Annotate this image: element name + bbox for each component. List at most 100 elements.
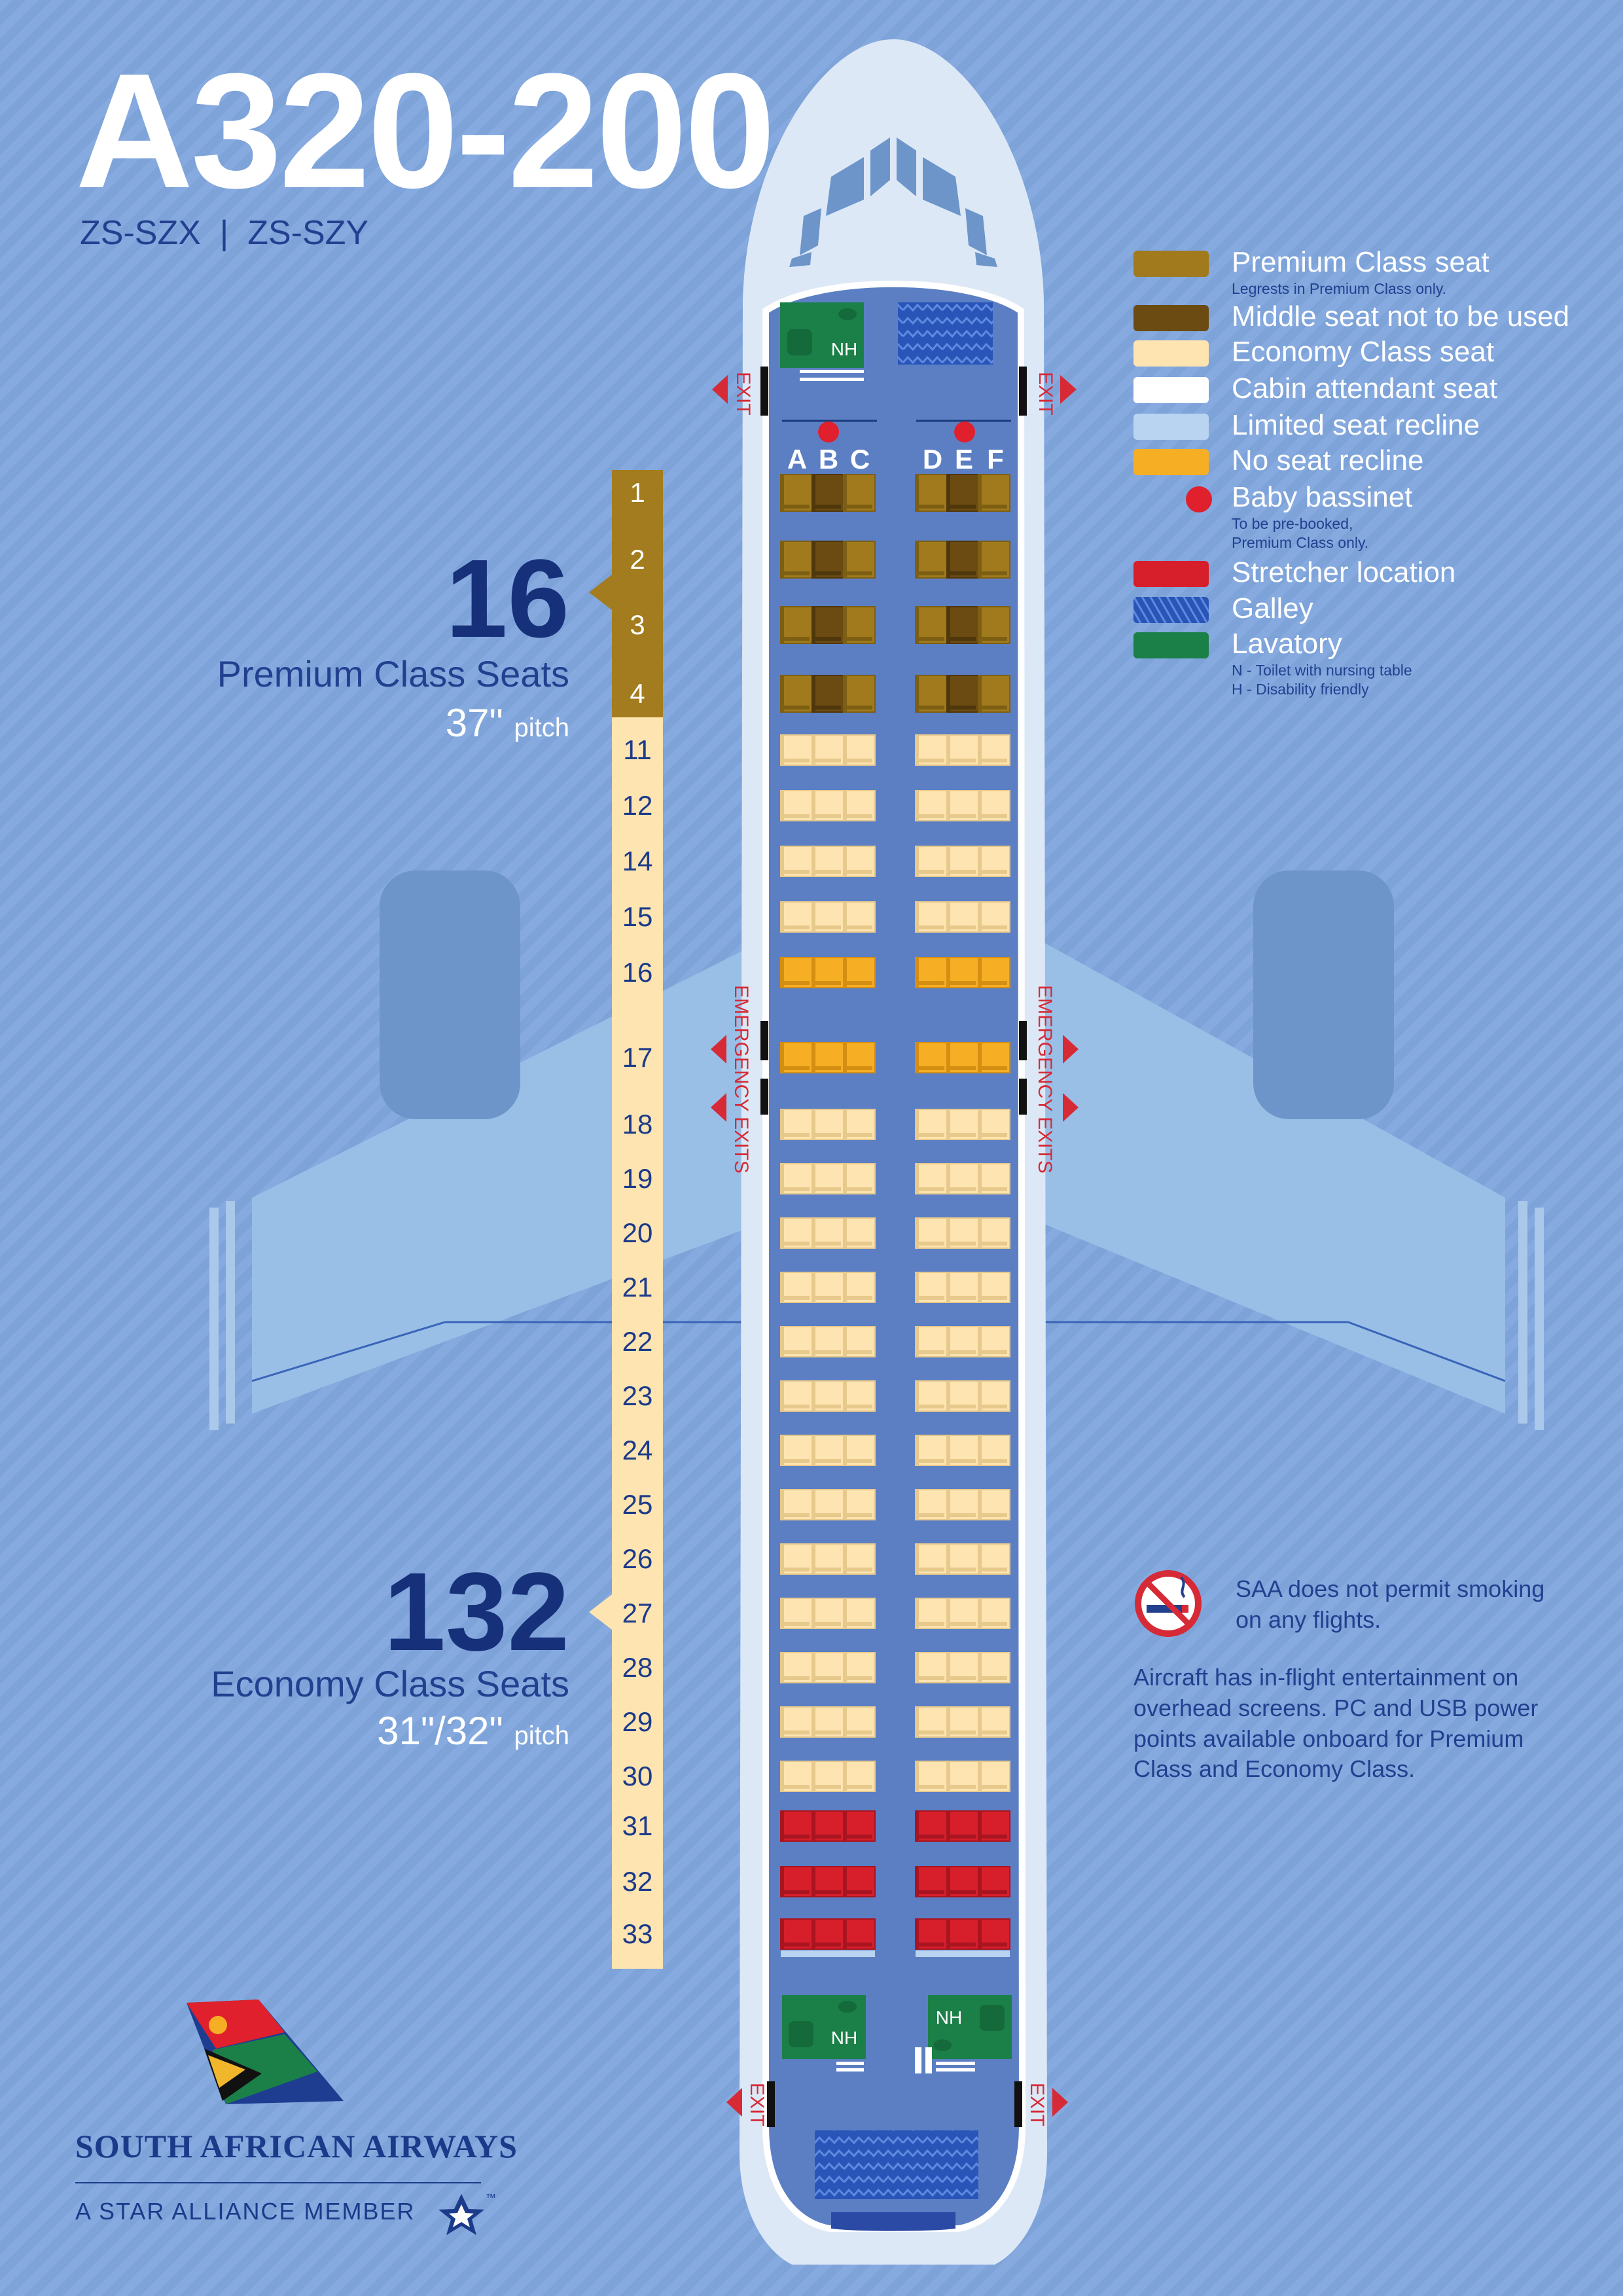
seat-12C[interactable] [843, 790, 876, 821]
seat-33B[interactable] [812, 1918, 844, 1957]
seat-12F[interactable] [978, 790, 1010, 821]
seat-18D[interactable] [915, 1109, 948, 1140]
seat-3C[interactable] [843, 606, 876, 644]
seat-3A[interactable] [780, 606, 813, 644]
seat-33E[interactable] [946, 1918, 979, 1957]
seat-24A[interactable] [780, 1435, 813, 1466]
seat-21B[interactable] [812, 1272, 844, 1303]
seat-1D[interactable] [915, 474, 948, 512]
seat-22F[interactable] [978, 1326, 1010, 1357]
seat-20F[interactable] [978, 1217, 1010, 1249]
seat-21F[interactable] [978, 1272, 1010, 1303]
seat-11A[interactable] [780, 734, 813, 766]
seat-12E[interactable] [946, 790, 979, 821]
seat-11B[interactable] [812, 734, 844, 766]
seat-27D[interactable] [915, 1598, 948, 1629]
seat-4C[interactable] [843, 675, 876, 713]
seat-16D[interactable] [915, 957, 948, 988]
seat-21A[interactable] [780, 1272, 813, 1303]
seat-19B[interactable] [812, 1163, 844, 1194]
seat-16A[interactable] [780, 957, 813, 988]
seat-14D[interactable] [915, 846, 948, 877]
seat-17C[interactable] [843, 1042, 876, 1073]
seat-31B[interactable] [812, 1810, 844, 1842]
seat-25B[interactable] [812, 1489, 844, 1520]
seat-11D[interactable] [915, 734, 948, 766]
seat-22B[interactable] [812, 1326, 844, 1357]
seat-26D[interactable] [915, 1543, 948, 1575]
seat-27E[interactable] [946, 1598, 979, 1629]
seat-22D[interactable] [915, 1326, 948, 1357]
seat-11F[interactable] [978, 734, 1010, 766]
seat-1A[interactable] [780, 474, 813, 512]
seat-20C[interactable] [843, 1217, 876, 1249]
seat-21E[interactable] [946, 1272, 979, 1303]
seat-1E[interactable] [946, 474, 979, 512]
seat-26A[interactable] [780, 1543, 813, 1575]
seat-29B[interactable] [812, 1706, 844, 1738]
seat-12D[interactable] [915, 790, 948, 821]
seat-30C[interactable] [843, 1761, 876, 1792]
seat-21D[interactable] [915, 1272, 948, 1303]
seat-18E[interactable] [946, 1109, 979, 1140]
seat-32E[interactable] [946, 1866, 979, 1897]
seat-27C[interactable] [843, 1598, 876, 1629]
seat-29F[interactable] [978, 1706, 1010, 1738]
seat-26E[interactable] [946, 1543, 979, 1575]
seat-32A[interactable] [780, 1866, 813, 1897]
seat-24C[interactable] [843, 1435, 876, 1466]
seat-32D[interactable] [915, 1866, 948, 1897]
seat-23A[interactable] [780, 1380, 813, 1412]
seat-27B[interactable] [812, 1598, 844, 1629]
seat-3B[interactable] [812, 606, 844, 644]
seat-23F[interactable] [978, 1380, 1010, 1412]
seat-33D[interactable] [915, 1918, 948, 1957]
seat-28E[interactable] [946, 1652, 979, 1683]
seat-32B[interactable] [812, 1866, 844, 1897]
seat-15F[interactable] [978, 901, 1010, 933]
seat-17B[interactable] [812, 1042, 844, 1073]
seat-18A[interactable] [780, 1109, 813, 1140]
seat-4E[interactable] [946, 675, 979, 713]
seat-28C[interactable] [843, 1652, 876, 1683]
seat-15E[interactable] [946, 901, 979, 933]
seat-24B[interactable] [812, 1435, 844, 1466]
seat-15C[interactable] [843, 901, 876, 933]
seat-18C[interactable] [843, 1109, 876, 1140]
seat-3D[interactable] [915, 606, 948, 644]
seat-24F[interactable] [978, 1435, 1010, 1466]
seat-11C[interactable] [843, 734, 876, 766]
seat-31A[interactable] [780, 1810, 813, 1842]
seat-1B[interactable] [812, 474, 844, 512]
seat-29D[interactable] [915, 1706, 948, 1738]
seat-22C[interactable] [843, 1326, 876, 1357]
seat-15D[interactable] [915, 901, 948, 933]
seat-19C[interactable] [843, 1163, 876, 1194]
seat-19D[interactable] [915, 1163, 948, 1194]
seat-26C[interactable] [843, 1543, 876, 1575]
seat-19A[interactable] [780, 1163, 813, 1194]
seat-27A[interactable] [780, 1598, 813, 1629]
seat-32F[interactable] [978, 1866, 1010, 1897]
seat-18F[interactable] [978, 1109, 1010, 1140]
seat-4D[interactable] [915, 675, 948, 713]
seat-31E[interactable] [946, 1810, 979, 1842]
seat-30B[interactable] [812, 1761, 844, 1792]
seat-3E[interactable] [946, 606, 979, 644]
seat-31C[interactable] [843, 1810, 876, 1842]
seat-19F[interactable] [978, 1163, 1010, 1194]
seat-28B[interactable] [812, 1652, 844, 1683]
seat-20A[interactable] [780, 1217, 813, 1249]
seat-27F[interactable] [978, 1598, 1010, 1629]
seat-19E[interactable] [946, 1163, 979, 1194]
seat-32C[interactable] [843, 1866, 876, 1897]
seat-12A[interactable] [780, 790, 813, 821]
seat-23E[interactable] [946, 1380, 979, 1412]
seat-33A[interactable] [780, 1918, 813, 1957]
seat-17F[interactable] [978, 1042, 1010, 1073]
seat-25A[interactable] [780, 1489, 813, 1520]
seat-16C[interactable] [843, 957, 876, 988]
seat-23D[interactable] [915, 1380, 948, 1412]
seat-28F[interactable] [978, 1652, 1010, 1683]
seat-28A[interactable] [780, 1652, 813, 1683]
